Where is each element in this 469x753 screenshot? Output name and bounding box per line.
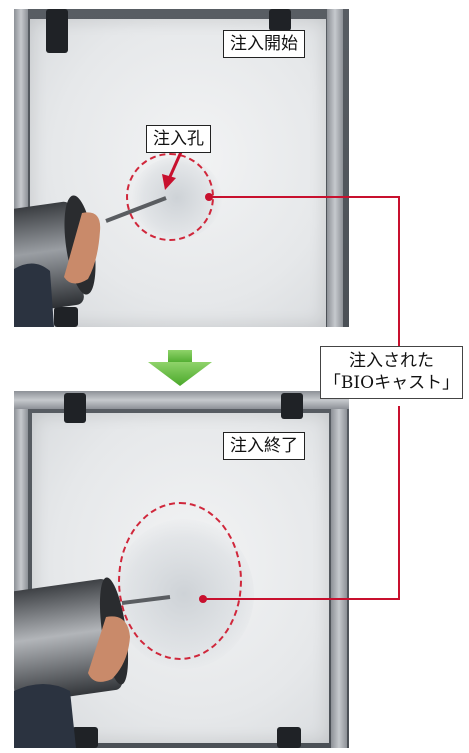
label-injected-line2: 「BIOキャスト」 — [323, 373, 460, 393]
frame-clamp — [277, 727, 301, 748]
injection-gun — [14, 195, 167, 327]
frame-clamp — [64, 393, 86, 423]
injection-area-outline-end — [118, 502, 242, 660]
label-injection-start: 注入開始 — [223, 30, 305, 58]
frame-rail-top — [14, 391, 349, 409]
injection-area-outline-start — [126, 153, 214, 241]
frame-clamp — [72, 727, 98, 748]
label-injection-hole: 注入孔 — [146, 125, 211, 153]
label-injected-line1: 注入された — [349, 351, 434, 371]
photo-injection-start — [14, 9, 349, 327]
frame-clamp — [269, 9, 291, 31]
marker-dot-start — [205, 193, 213, 201]
frame-clamp — [46, 9, 68, 53]
label-injection-end: 注入終了 — [223, 432, 305, 460]
label-injected-bio-cast: 注入された 「BIOキャスト」 — [320, 346, 463, 399]
down-arrow-icon — [148, 350, 212, 386]
frame-clamp — [54, 307, 78, 327]
marker-dot-end — [199, 595, 207, 603]
injection-gun — [14, 577, 171, 748]
